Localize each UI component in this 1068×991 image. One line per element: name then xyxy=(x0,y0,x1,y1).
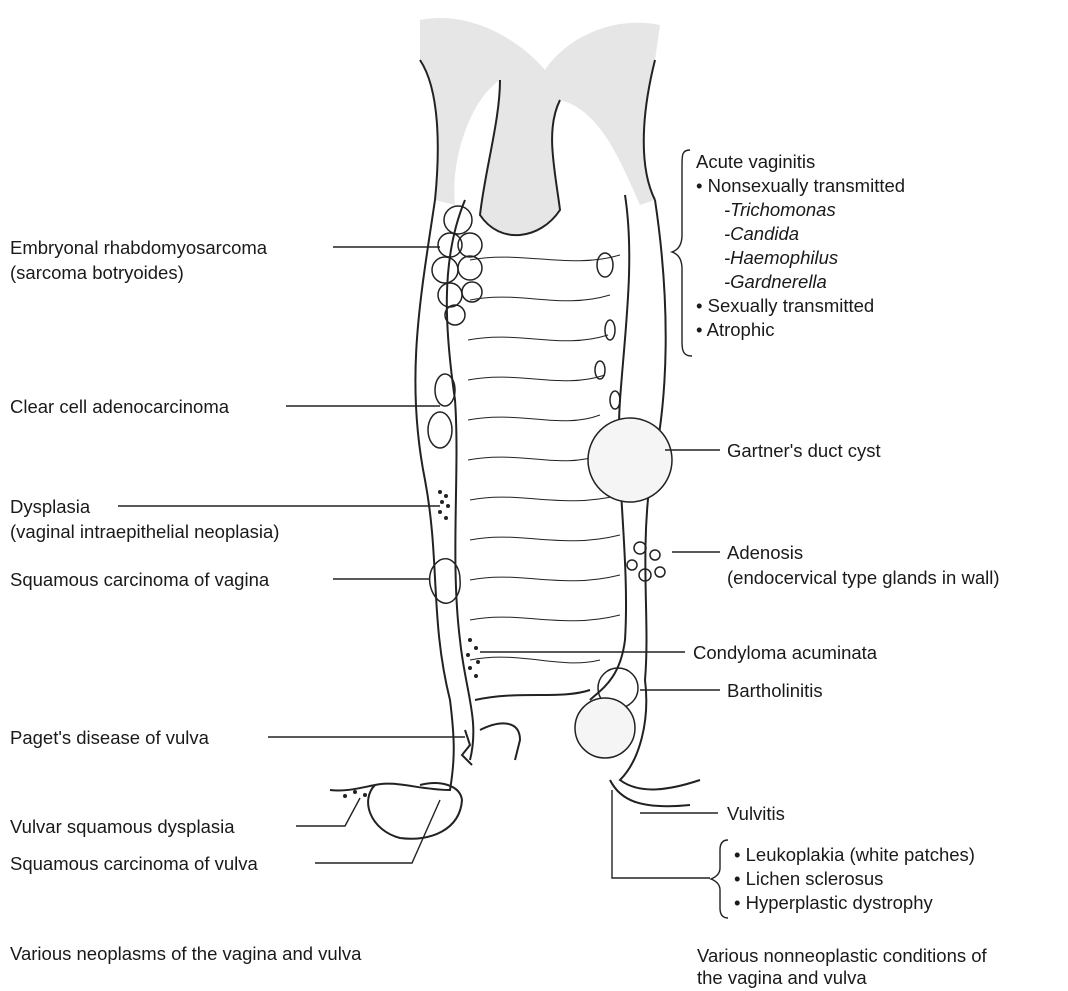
caption-right-line1: Various nonneoplastic conditions of xyxy=(697,944,987,967)
label-vulvitis: Vulvitis xyxy=(727,802,785,825)
label-pagets-disease: Paget's disease of vulva xyxy=(10,726,209,749)
label-sarcoma-botryoides: (sarcoma botryoides) xyxy=(10,261,184,284)
label-endocervical-glands: (endocervical type glands in wall) xyxy=(727,566,1000,589)
bullet-icon: • xyxy=(734,868,740,889)
label-bartholinitis: Bartholinitis xyxy=(727,679,823,702)
lesions xyxy=(343,206,672,798)
caption-left: Various neoplasms of the vagina and vulv… xyxy=(10,942,361,965)
leader-lines xyxy=(118,247,720,878)
bullet-icon: • xyxy=(696,295,702,316)
bullet-icon: • xyxy=(734,892,740,913)
vaginitis-title: Acute vaginitis xyxy=(696,150,815,173)
label-squamous-carcinoma-vagina: Squamous carcinoma of vagina xyxy=(10,568,269,591)
bullet-icon: • xyxy=(696,175,702,196)
organism-trichomonas: -Trichomonas xyxy=(724,198,836,221)
label-dysplasia: Dysplasia xyxy=(10,495,90,518)
label-adenosis: Adenosis xyxy=(727,541,803,564)
vulvitis-lichen-sclerosus: • Lichen sclerosus xyxy=(734,867,883,890)
bullet-icon: • xyxy=(734,844,740,865)
label-condyloma-acuminata: Condyloma acuminata xyxy=(693,641,877,664)
label-clear-cell-adenocarcinoma: Clear cell adenocarcinoma xyxy=(10,395,229,418)
label-gartners-duct-cyst: Gartner's duct cyst xyxy=(727,439,881,462)
vaginitis-atrophic: • Atrophic xyxy=(696,318,774,341)
label-vaginal-intraepithelial-neoplasia: (vaginal intraepithelial neoplasia) xyxy=(10,520,279,543)
organism-candida: -Candida xyxy=(724,222,799,245)
vaginitis-nonsexual: • Nonsexually transmitted xyxy=(696,174,905,197)
label-squamous-carcinoma-vulva: Squamous carcinoma of vulva xyxy=(10,852,258,875)
label-embryonal-rhabdomyosarcoma: Embryonal rhabdomyosarcoma xyxy=(10,236,267,259)
organism-haemophilus: -Haemophilus xyxy=(724,246,838,269)
organism-gardnerella: -Gardnerella xyxy=(724,270,827,293)
braces xyxy=(672,150,728,918)
vaginitis-sexual: • Sexually transmitted xyxy=(696,294,874,317)
label-vulvar-squamous-dysplasia: Vulvar squamous dysplasia xyxy=(10,815,235,838)
caption-right-line2: the vagina and vulva xyxy=(697,966,867,989)
bullet-icon: • xyxy=(696,319,702,340)
vulvitis-leukoplakia: • Leukoplakia (white patches) xyxy=(734,843,975,866)
vulvitis-hyperplastic-dystrophy: • Hyperplastic dystrophy xyxy=(734,891,933,914)
